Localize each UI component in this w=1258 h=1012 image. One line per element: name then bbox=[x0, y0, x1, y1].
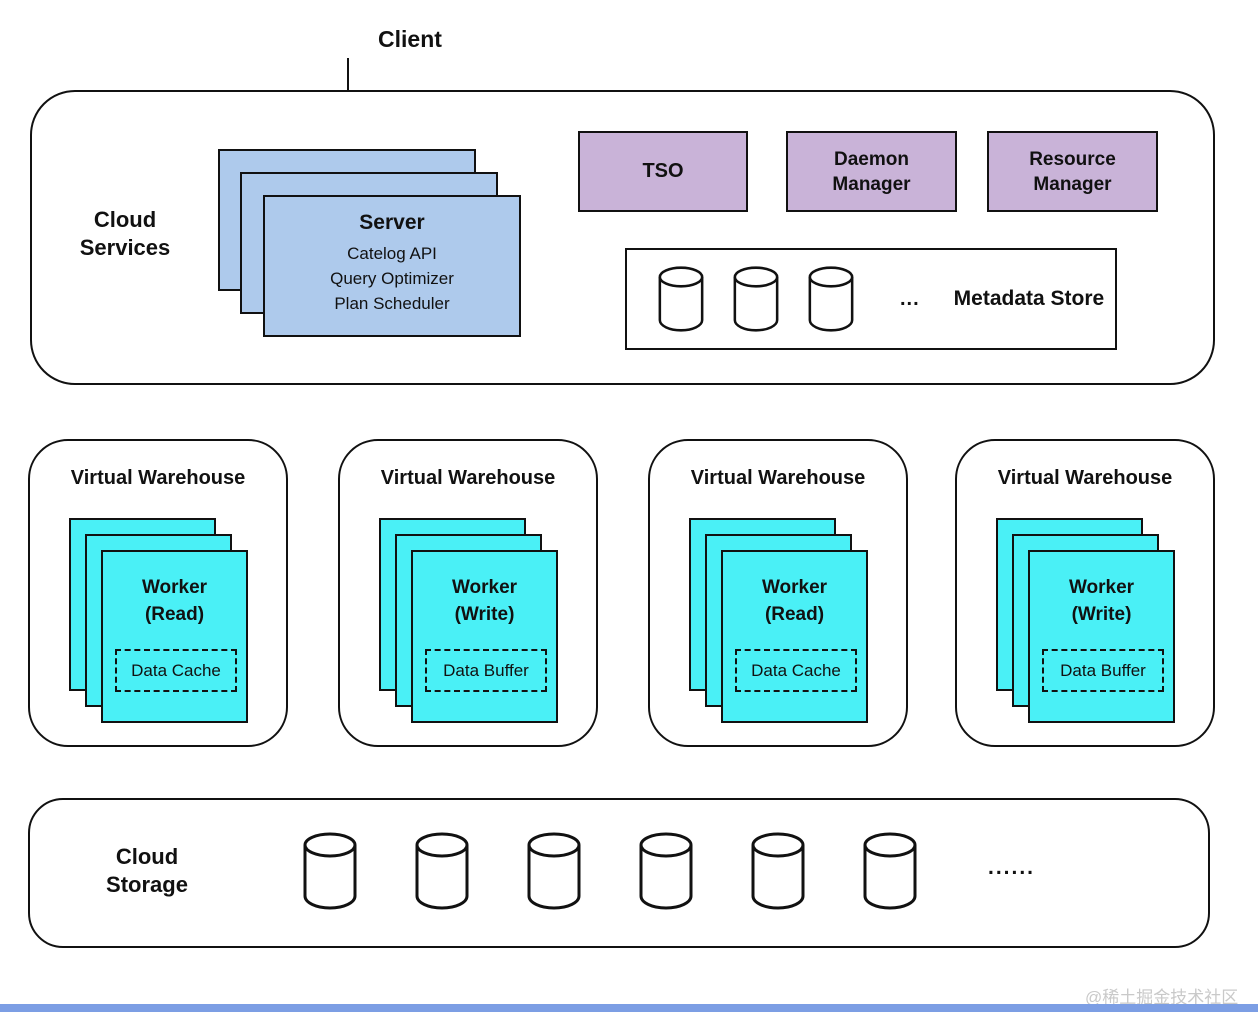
footer-accent-bar bbox=[0, 1004, 1258, 1012]
virtual-warehouse-2: Virtual Warehouse Worker (Write) Data Bu… bbox=[338, 439, 598, 747]
worker-box-read: Worker (Read) Data Cache bbox=[101, 550, 248, 723]
metadata-ellipsis: ... bbox=[900, 287, 920, 310]
tso-label: TSO bbox=[642, 160, 684, 182]
cloud-storage-panel: Cloud Storage bbox=[28, 798, 1210, 948]
server-title: Server bbox=[359, 211, 425, 234]
database-cylinder-icon bbox=[751, 832, 805, 910]
storage-ellipsis: ...... bbox=[988, 856, 1036, 879]
server-feature-catalog-api: Catelog API bbox=[347, 244, 437, 263]
worker-label-line2: (Read) bbox=[144, 604, 205, 625]
daemon-manager-label-line1: Daemon bbox=[834, 148, 909, 170]
database-cylinder-icon bbox=[639, 832, 693, 910]
database-cylinder-icon bbox=[808, 266, 854, 332]
data-buffer-label: Data Buffer bbox=[443, 661, 529, 680]
resource-manager-box: Resource Manager bbox=[987, 131, 1158, 212]
data-buffer-label: Data Buffer bbox=[1060, 661, 1146, 680]
cloud-storage-label-line1: Cloud bbox=[115, 844, 179, 869]
cloud-services-label-line2: Services bbox=[79, 235, 171, 260]
worker-label-line1: Worker bbox=[451, 577, 518, 598]
metadata-store-label: Metadata Store bbox=[953, 287, 1105, 310]
daemon-manager-label-line2: Manager bbox=[832, 173, 911, 195]
virtual-warehouse-3: Virtual Warehouse Worker (Read) Data Cac… bbox=[648, 439, 908, 747]
server-feature-query-optimizer: Query Optimizer bbox=[330, 269, 454, 288]
worker-label-line1: Worker bbox=[761, 577, 828, 598]
data-buffer-box: Data Buffer bbox=[1042, 649, 1164, 692]
database-cylinder-icon bbox=[863, 832, 917, 910]
data-cache-label: Data Cache bbox=[751, 661, 841, 680]
virtual-warehouse-title: Virtual Warehouse bbox=[997, 467, 1173, 489]
watermark-text: @稀土掘金技术社区 bbox=[1085, 988, 1239, 1007]
database-cylinder-icon bbox=[527, 832, 581, 910]
worker-label-line1: Worker bbox=[1068, 577, 1135, 598]
server-feature-plan-scheduler: Plan Scheduler bbox=[334, 294, 450, 313]
virtual-warehouse-title: Virtual Warehouse bbox=[690, 467, 866, 489]
virtual-warehouse-title: Virtual Warehouse bbox=[70, 467, 246, 489]
metadata-store-box: ... Metadata Store bbox=[625, 248, 1117, 350]
virtual-warehouse-title: Virtual Warehouse bbox=[380, 467, 556, 489]
database-cylinder-icon bbox=[415, 832, 469, 910]
tso-box: TSO bbox=[578, 131, 748, 212]
data-buffer-box: Data Buffer bbox=[425, 649, 547, 692]
client-label: Client bbox=[378, 26, 442, 52]
resource-manager-label-line2: Manager bbox=[1033, 173, 1112, 195]
daemon-manager-box: Daemon Manager bbox=[786, 131, 957, 212]
virtual-warehouse-1: Virtual Warehouse Worker (Read) Data Cac… bbox=[28, 439, 288, 747]
worker-label-line2: (Write) bbox=[1071, 604, 1132, 625]
worker-label-line1: Worker bbox=[141, 577, 208, 598]
storage-cylinder-row bbox=[300, 832, 920, 910]
cloud-services-label: Cloud Services bbox=[57, 206, 193, 262]
worker-box-read: Worker (Read) Data Cache bbox=[721, 550, 868, 723]
database-cylinder-icon bbox=[658, 266, 704, 332]
worker-box-write: Worker (Write) Data Buffer bbox=[1028, 550, 1175, 723]
data-cache-label: Data Cache bbox=[131, 661, 221, 680]
data-cache-box: Data Cache bbox=[115, 649, 237, 692]
worker-label-line2: (Read) bbox=[764, 604, 825, 625]
resource-manager-label-line1: Resource bbox=[1029, 148, 1116, 170]
cloud-storage-label-line2: Storage bbox=[106, 872, 188, 897]
database-cylinder-icon bbox=[733, 266, 779, 332]
cloud-services-label-line1: Cloud bbox=[93, 207, 157, 232]
data-cache-box: Data Cache bbox=[735, 649, 857, 692]
database-cylinder-icon bbox=[303, 832, 357, 910]
worker-box-write: Worker (Write) Data Buffer bbox=[411, 550, 558, 723]
worker-label-line2: (Write) bbox=[454, 604, 515, 625]
virtual-warehouse-4: Virtual Warehouse Worker (Write) Data Bu… bbox=[955, 439, 1215, 747]
server-stack-front: Server Catelog API Query Optimizer Plan … bbox=[263, 195, 521, 337]
cloud-storage-label: Cloud Storage bbox=[47, 843, 247, 899]
